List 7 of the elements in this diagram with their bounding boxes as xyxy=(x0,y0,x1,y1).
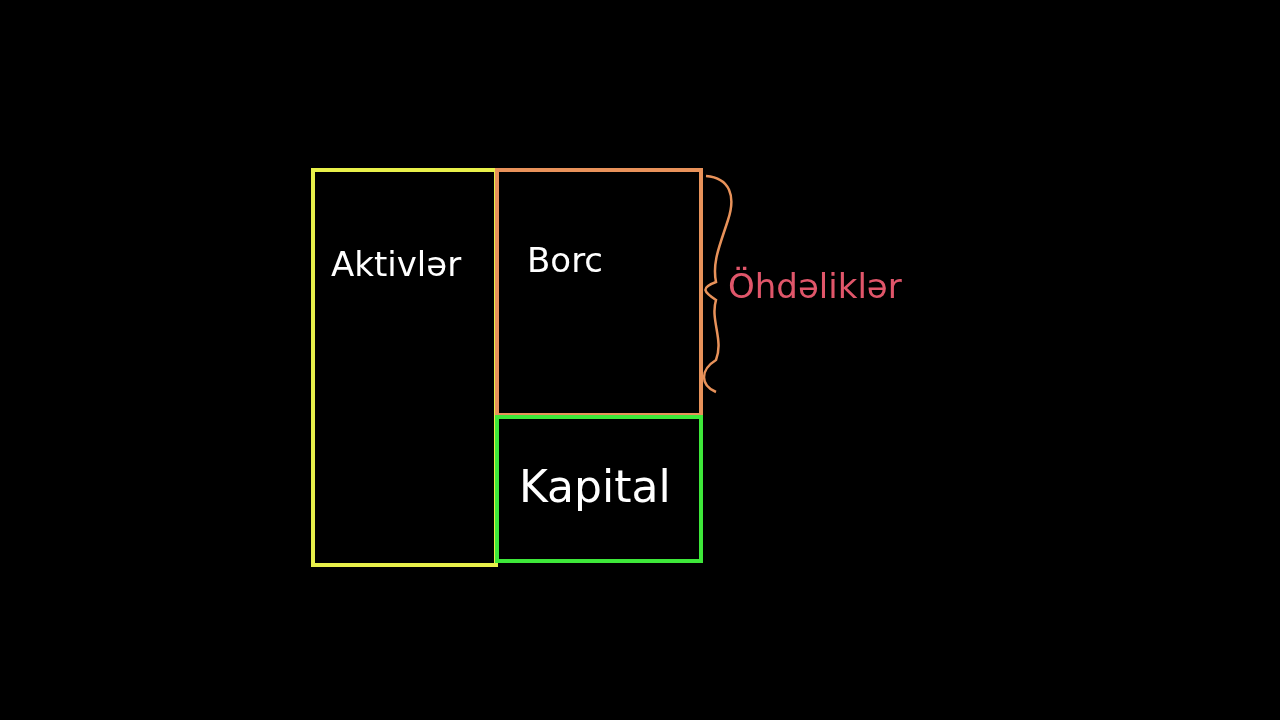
box xyxy=(495,168,703,417)
box-label: Borc xyxy=(527,240,604,280)
box xyxy=(495,415,703,563)
box xyxy=(311,168,498,567)
box-label: Aktivlər xyxy=(331,244,462,284)
bracket-label: Öhdəliklər xyxy=(728,266,902,306)
box-label: Kapital xyxy=(519,461,671,512)
